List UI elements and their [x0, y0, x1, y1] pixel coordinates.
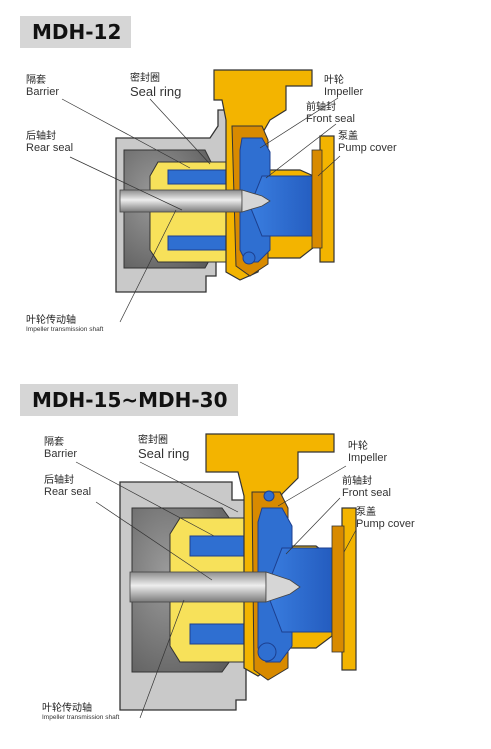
- mdh12-shaft: [119, 189, 243, 213]
- mdh12-label-impeller: 叶轮 Impeller: [324, 75, 364, 98]
- mdh1530-pump-cover-en: Pump cover: [356, 517, 415, 530]
- mdh12-pump-cover-inner: [311, 149, 323, 249]
- mdh1530-label-pump-cover: 泵盖 Pump cover: [356, 507, 415, 530]
- mdh1530-seal-ring-ball-top: [263, 490, 275, 502]
- mdh1530-shaft-en: Impeller transmission shaft: [42, 713, 120, 721]
- mdh-15-30-diagram: [75, 433, 357, 719]
- mdh12-barrier-en: Barrier: [26, 85, 60, 98]
- mdh12-label-shaft: 叶轮传动轴 Impeller transmission shaft: [26, 315, 104, 333]
- mdh12-impeller-en: Impeller: [324, 85, 364, 98]
- mdh12-seal-ring-cn: 密封圈: [130, 73, 160, 84]
- mdh1530-front-seal-cn: 前轴封: [342, 476, 372, 487]
- mdh12-impeller-cn: 叶轮: [324, 75, 344, 86]
- mdh12-rear-seal-cn: 后轴封: [26, 131, 56, 142]
- mdh12-inner-magnet-top: [167, 169, 233, 185]
- mdh1530-label-shaft: 叶轮传动轴 Impeller transmission shaft: [42, 703, 120, 721]
- mdh1530-impeller-en: Impeller: [348, 451, 388, 464]
- mdh12-label-rear-seal: 后轴封 Rear seal: [26, 131, 74, 154]
- section-title-mdh-15-30: MDH-15~MDH-30: [20, 384, 238, 416]
- mdh12-inner-magnet-bottom: [167, 235, 233, 251]
- mdh1530-rear-seal-en: Rear seal: [44, 485, 92, 498]
- mdh1530-seal-ring-ball-bottom: [257, 642, 277, 662]
- mdh1530-front-seal-en: Front seal: [342, 486, 391, 499]
- mdh12-label-pump-cover: 泵盖 Pump cover: [338, 131, 397, 154]
- mdh12-shaft-en: Impeller transmission shaft: [26, 325, 104, 333]
- mdh12-pump-cover-en: Pump cover: [338, 141, 397, 154]
- section-title-mdh-12: MDH-12: [20, 16, 132, 48]
- mdh1530-seal-ring-cn: 密封圈: [138, 435, 168, 446]
- mdh1530-barrier-cn: 隔套: [44, 437, 64, 448]
- mdh1530-shaft: [129, 571, 267, 603]
- mdh1530-rear-seal-cn: 后轴封: [44, 475, 74, 486]
- mdh12-label-front-seal: 前轴封 Front seal: [306, 102, 355, 125]
- mdh1530-label-seal-ring: 密封圈 Seal ring: [138, 435, 190, 461]
- mdh12-seal-ring-en: Seal ring: [130, 83, 182, 99]
- mdh-12-diagram: [61, 69, 341, 323]
- mdh1530-label-barrier: 隔套 Barrier: [44, 437, 78, 460]
- mdh1530-pump-cover-cn: 泵盖: [356, 507, 376, 518]
- mdh12-rear-seal-en: Rear seal: [26, 141, 74, 154]
- mdh1530-pump-cover-inner: [331, 525, 345, 653]
- mdh1530-shaft-cn: 叶轮传动轴: [42, 703, 92, 714]
- mdh12-label-barrier: 隔套 Barrier: [26, 75, 60, 98]
- mdh12-shaft-cn: 叶轮传动轴: [26, 315, 76, 326]
- mdh1530-shaft-tip: [265, 571, 301, 603]
- mdh1530-label-front-seal: 前轴封 Front seal: [342, 476, 391, 499]
- mdh1530-label-rear-seal: 后轴封 Rear seal: [44, 475, 92, 498]
- mdh12-label-seal-ring: 密封圈 Seal ring: [130, 73, 182, 99]
- mdh1530-seal-ring-en: Seal ring: [138, 445, 190, 461]
- mdh12-seal-ring-ball: [242, 251, 256, 265]
- mdh1530-label-impeller: 叶轮 Impeller: [348, 441, 388, 464]
- mdh12-front-seal-cn: 前轴封: [306, 102, 336, 113]
- mdh12-barrier-cn: 隔套: [26, 75, 46, 86]
- mdh1530-impeller-cn: 叶轮: [348, 441, 368, 452]
- mdh12-pump-cover-cn: 泵盖: [338, 131, 358, 142]
- mdh12-shaft-tip: [241, 189, 271, 213]
- mdh1530-barrier-en: Barrier: [44, 447, 78, 460]
- mdh12-front-seal-en: Front seal: [306, 112, 355, 125]
